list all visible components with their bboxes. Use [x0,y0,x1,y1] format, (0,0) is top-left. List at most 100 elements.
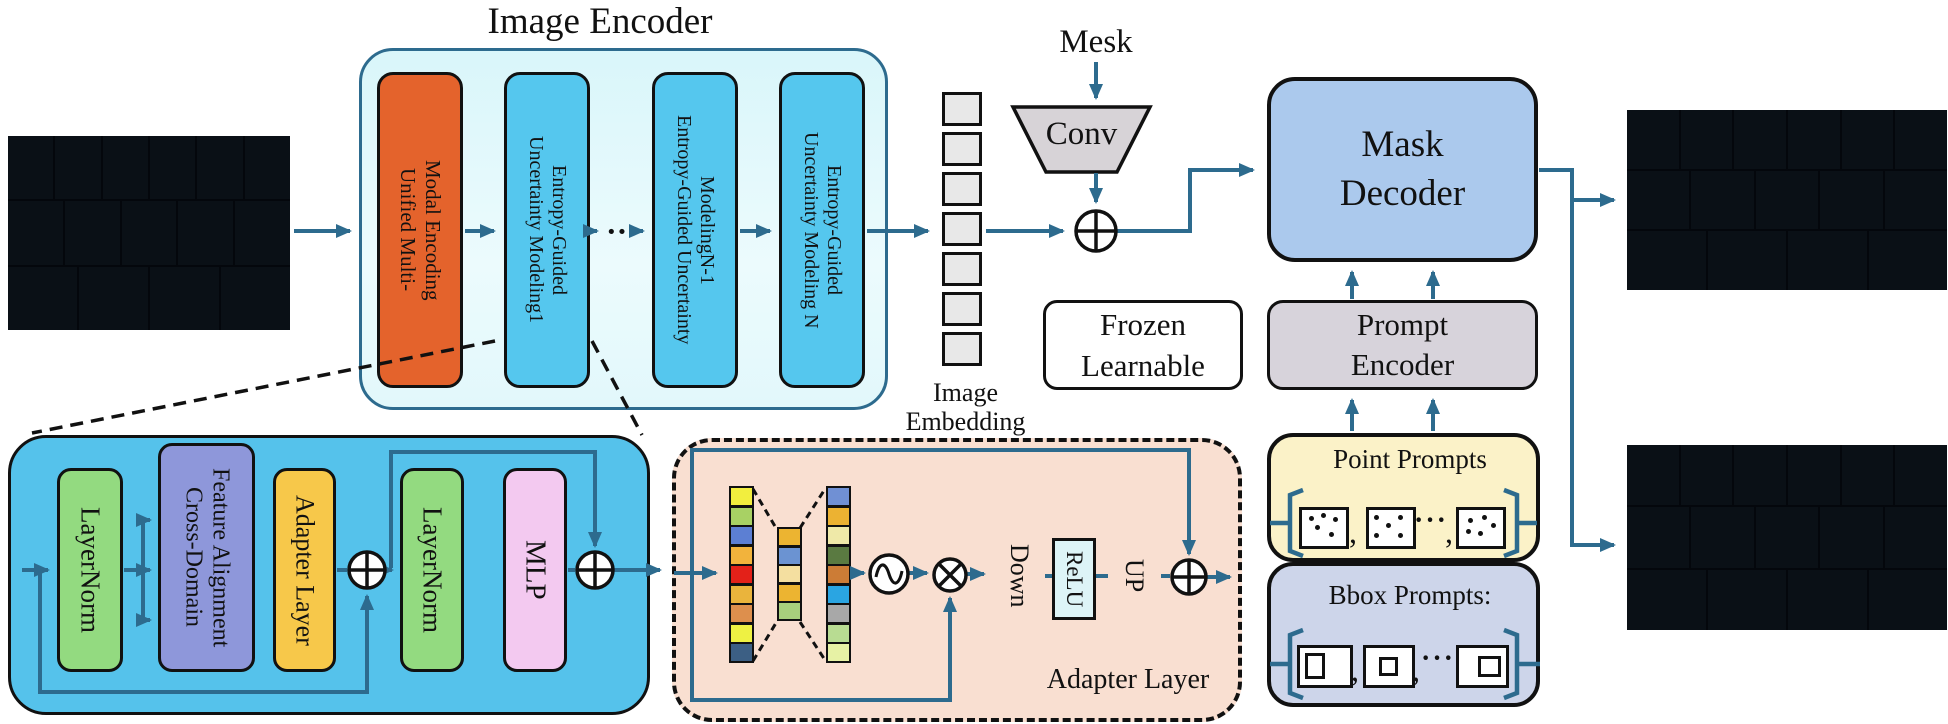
mri-row [1627,170,1947,230]
embedding-token [942,252,982,286]
token-square [731,488,752,505]
bbox-prompts-title: Bbox Prompts: [1328,580,1492,610]
output-mri-image-top [1627,110,1947,290]
adapter-output-tokens [826,486,851,663]
bbox-inner-rect [1478,656,1501,677]
up-label: UP [1120,558,1149,593]
embedding-token [942,332,982,366]
prompt-encoder-block: Prompt Encoder [1267,300,1538,390]
bbox-comma-2: , [1412,652,1420,688]
token-square [731,527,752,544]
token-square [828,566,849,583]
bbox-prompt-sample-1 [1297,645,1353,688]
relu-label: ReLU [1062,550,1087,608]
down-label: Down [1005,543,1034,608]
mlp-block: MLP [503,468,567,672]
point-comma-2: , [1445,514,1453,550]
point-ellipsis: ··· [1414,505,1449,536]
legend-box: Frozen Learnable [1043,300,1243,390]
bbox-inner-rect [1379,657,1398,676]
mri-row [1627,569,1947,630]
adapter-bottleneck-tokens [777,527,802,621]
uncertainty-modeling-1-block: Entropy-Guided Uncertainty Modeling1 [504,72,590,388]
add-icon [1074,209,1118,253]
token-square [779,547,800,564]
token-square [828,507,849,525]
mri-row [1627,445,1947,506]
token-square [779,529,800,545]
token-square [828,585,849,603]
arrow-decoder-to-output-top [1539,168,1616,207]
arrow-decoder-to-output-bottom [1570,200,1616,552]
image-embedding-label: Image Embedding [905,378,1026,437]
uncertainty-modeling-n-block: Entropy-Guided Uncertainty Modeling N [779,72,865,388]
uncertainty-modeling-1-label: Entropy-Guided Uncertainty Modeling1 [525,136,570,324]
bbox-inner-rect [1305,653,1325,679]
cross-domain-feature-alignment-label: Cross-Domain Feature Alignment [180,467,234,648]
mri-row [8,266,290,330]
adapter-detail-title: Adapter Layer [1046,664,1210,695]
adapter-layer-label: Adapter Layer [290,494,320,646]
legend-frozen-label: Frozen [1099,307,1187,342]
mask-decoder-block: Mask Decoder [1267,77,1538,262]
conv-label: Conv [1045,116,1118,152]
embedding-token [942,172,982,206]
embedding-token [942,92,982,126]
legend-learnable-label: Learnable [1081,348,1205,383]
token-square [828,644,849,661]
uncertainty-modeling-n1-label: Entropy-Guided Uncertainty ModelingN-1 [673,115,718,345]
point-comma-1: , [1349,514,1357,550]
token-square [731,624,752,642]
mri-row [8,136,290,200]
unified-multimodal-encoding-block: Unified Multi- Modal Encoding [377,72,463,388]
input-mri-image [8,136,290,330]
token-square [779,603,800,619]
uncertainty-modeling-n1-block: Entropy-Guided Uncertainty ModelingN-1 [652,72,738,388]
uncertainty-modeling-n-label: Entropy-Guided Uncertainty Modeling N [800,131,845,329]
mri-row [8,201,290,265]
token-square [731,585,752,603]
layernorm-2-label: LayerNorm [417,507,448,633]
bbox-ellipsis: ··· [1421,643,1456,674]
token-square [731,546,752,564]
token-square [731,605,752,622]
token-square [828,624,849,642]
mri-row [1627,507,1947,568]
adapter-layer-block: Adapter Layer [273,468,336,672]
token-square [828,527,849,544]
token-square [779,584,800,601]
point-prompt-sample-2 [1366,507,1416,549]
output-mri-image-bottom [1627,445,1947,630]
prompt-encoder-label: Prompt Encoder [1350,307,1455,382]
unified-multimodal-encoding-label: Unified Multi- Modal Encoding [396,159,445,301]
mask-decoder-label: Mask Decoder [1339,124,1466,214]
token-square [731,507,752,525]
token-square [731,644,752,661]
token-square [731,566,752,583]
token-square [828,546,849,564]
layernorm-1-label: LayerNorm [75,507,106,633]
cross-domain-feature-alignment-block: Cross-Domain Feature Alignment [158,443,255,672]
layernorm-1-block: LayerNorm [57,468,123,672]
point-prompt-sample-3 [1456,507,1506,549]
point-prompt-sample-1 [1299,507,1349,549]
image-embedding-stack [942,92,982,372]
embedding-token [942,212,982,246]
encoder-ellipsis: ··· [605,213,638,249]
layernorm-2-block: LayerNorm [400,468,464,672]
arrow-add-to-decoder [1117,163,1255,233]
adapter-input-tokens [729,486,754,663]
token-square [779,566,800,582]
mri-row [1627,231,1947,290]
point-prompts-title: Point Prompts [1333,444,1487,474]
embedding-token [942,132,982,166]
mlp-label: MLP [519,540,552,600]
bbox-prompt-sample-2 [1363,645,1415,688]
token-square [828,605,849,622]
bbox-comma-1: , [1351,652,1359,688]
relu-block: ReLU [1052,538,1096,620]
image-encoder-title: Image Encoder [487,1,713,42]
mask-input-label: Mesk [1059,24,1133,60]
mri-row [1627,110,1947,169]
bbox-prompt-sample-3 [1456,645,1509,688]
